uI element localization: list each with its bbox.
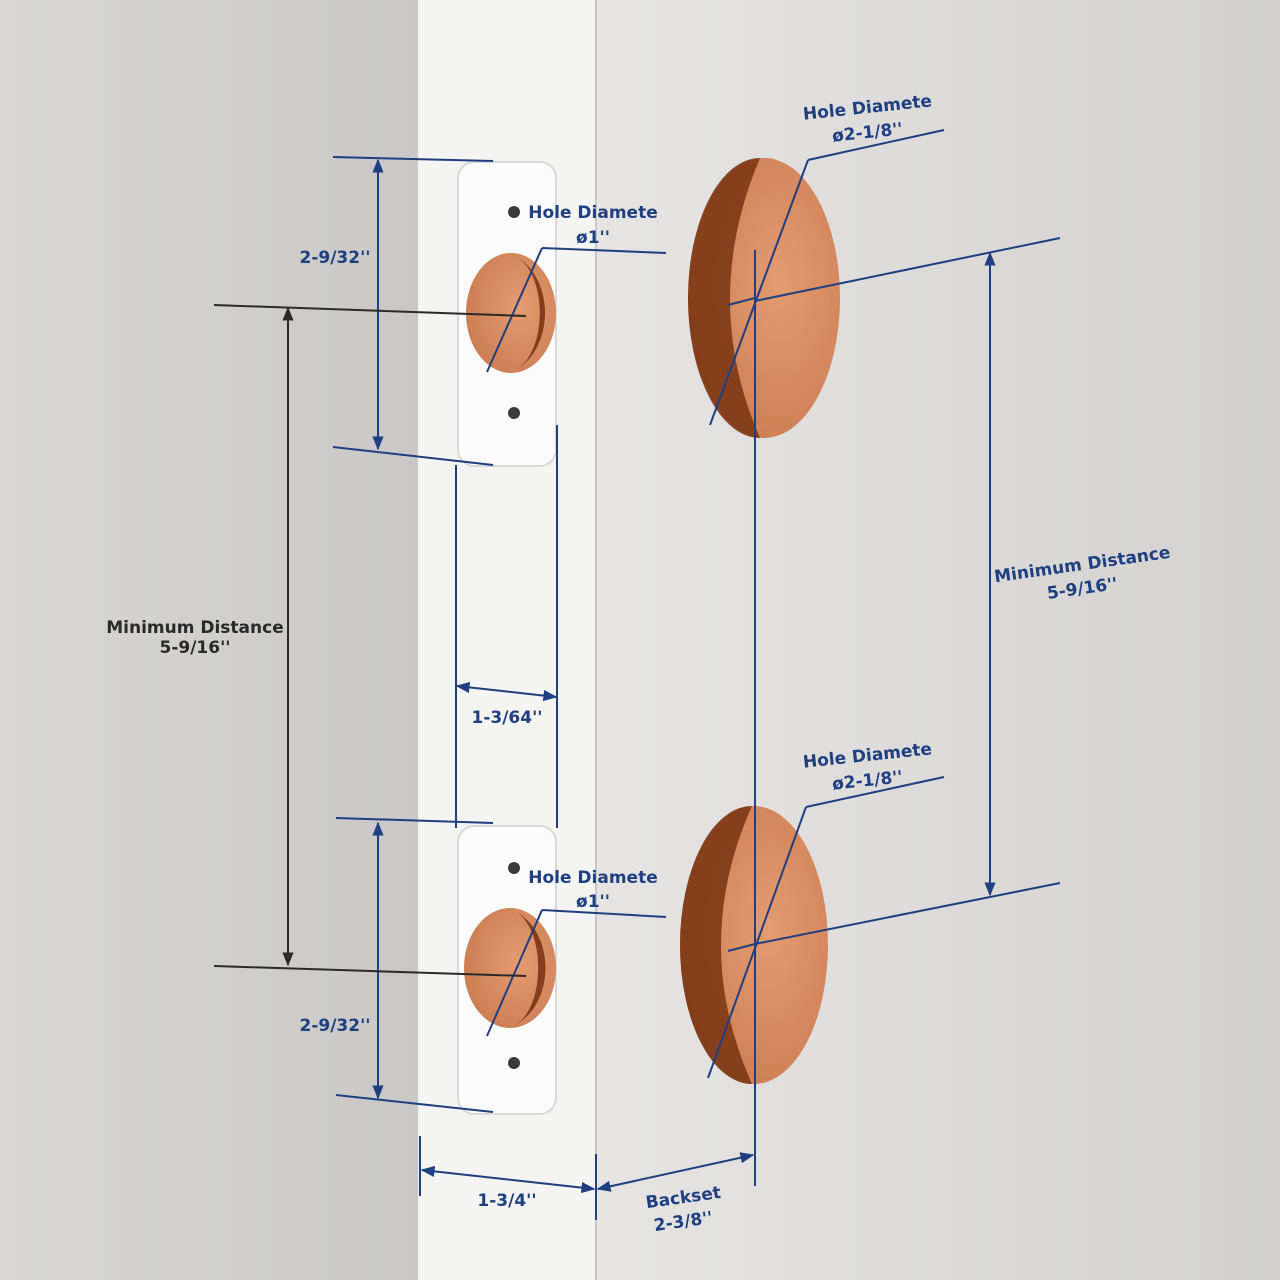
plate-width-label: 1-3/64'' [472, 708, 543, 728]
edge-bottom-hole-value: ø1'' [576, 892, 610, 912]
bottom-strike-plate [457, 825, 557, 1115]
edge-bore-hole-top [466, 253, 556, 373]
edge-bore-hole-bottom [464, 908, 556, 1028]
edge-top-hole-title: Hole Diamete [528, 203, 658, 223]
face-bore-hole-top [688, 158, 840, 438]
left-min-distance-value: 5-9/16'' [160, 638, 231, 658]
dimension-lines-blue [332, 129, 1061, 1220]
edge-bottom-hole-title: Hole Diamete [528, 868, 658, 888]
left-min-distance-title: Minimum Distance [106, 618, 284, 638]
bottom-plate-offset-label: 2-9/32'' [300, 1016, 371, 1036]
screw-hole-icon [508, 862, 520, 874]
door-thickness-label: 1-3/4'' [477, 1191, 536, 1211]
screw-hole-icon [508, 206, 520, 218]
top-strike-plate [457, 161, 557, 467]
edge-top-hole-value: ø1'' [576, 228, 610, 248]
background-wall [0, 0, 420, 1280]
screw-hole-icon [508, 1057, 520, 1069]
top-plate-offset-label: 2-9/32'' [300, 248, 371, 268]
screw-hole-icon [508, 407, 520, 419]
door-face [596, 0, 1280, 1280]
dimension-lines-dark [213, 304, 527, 977]
